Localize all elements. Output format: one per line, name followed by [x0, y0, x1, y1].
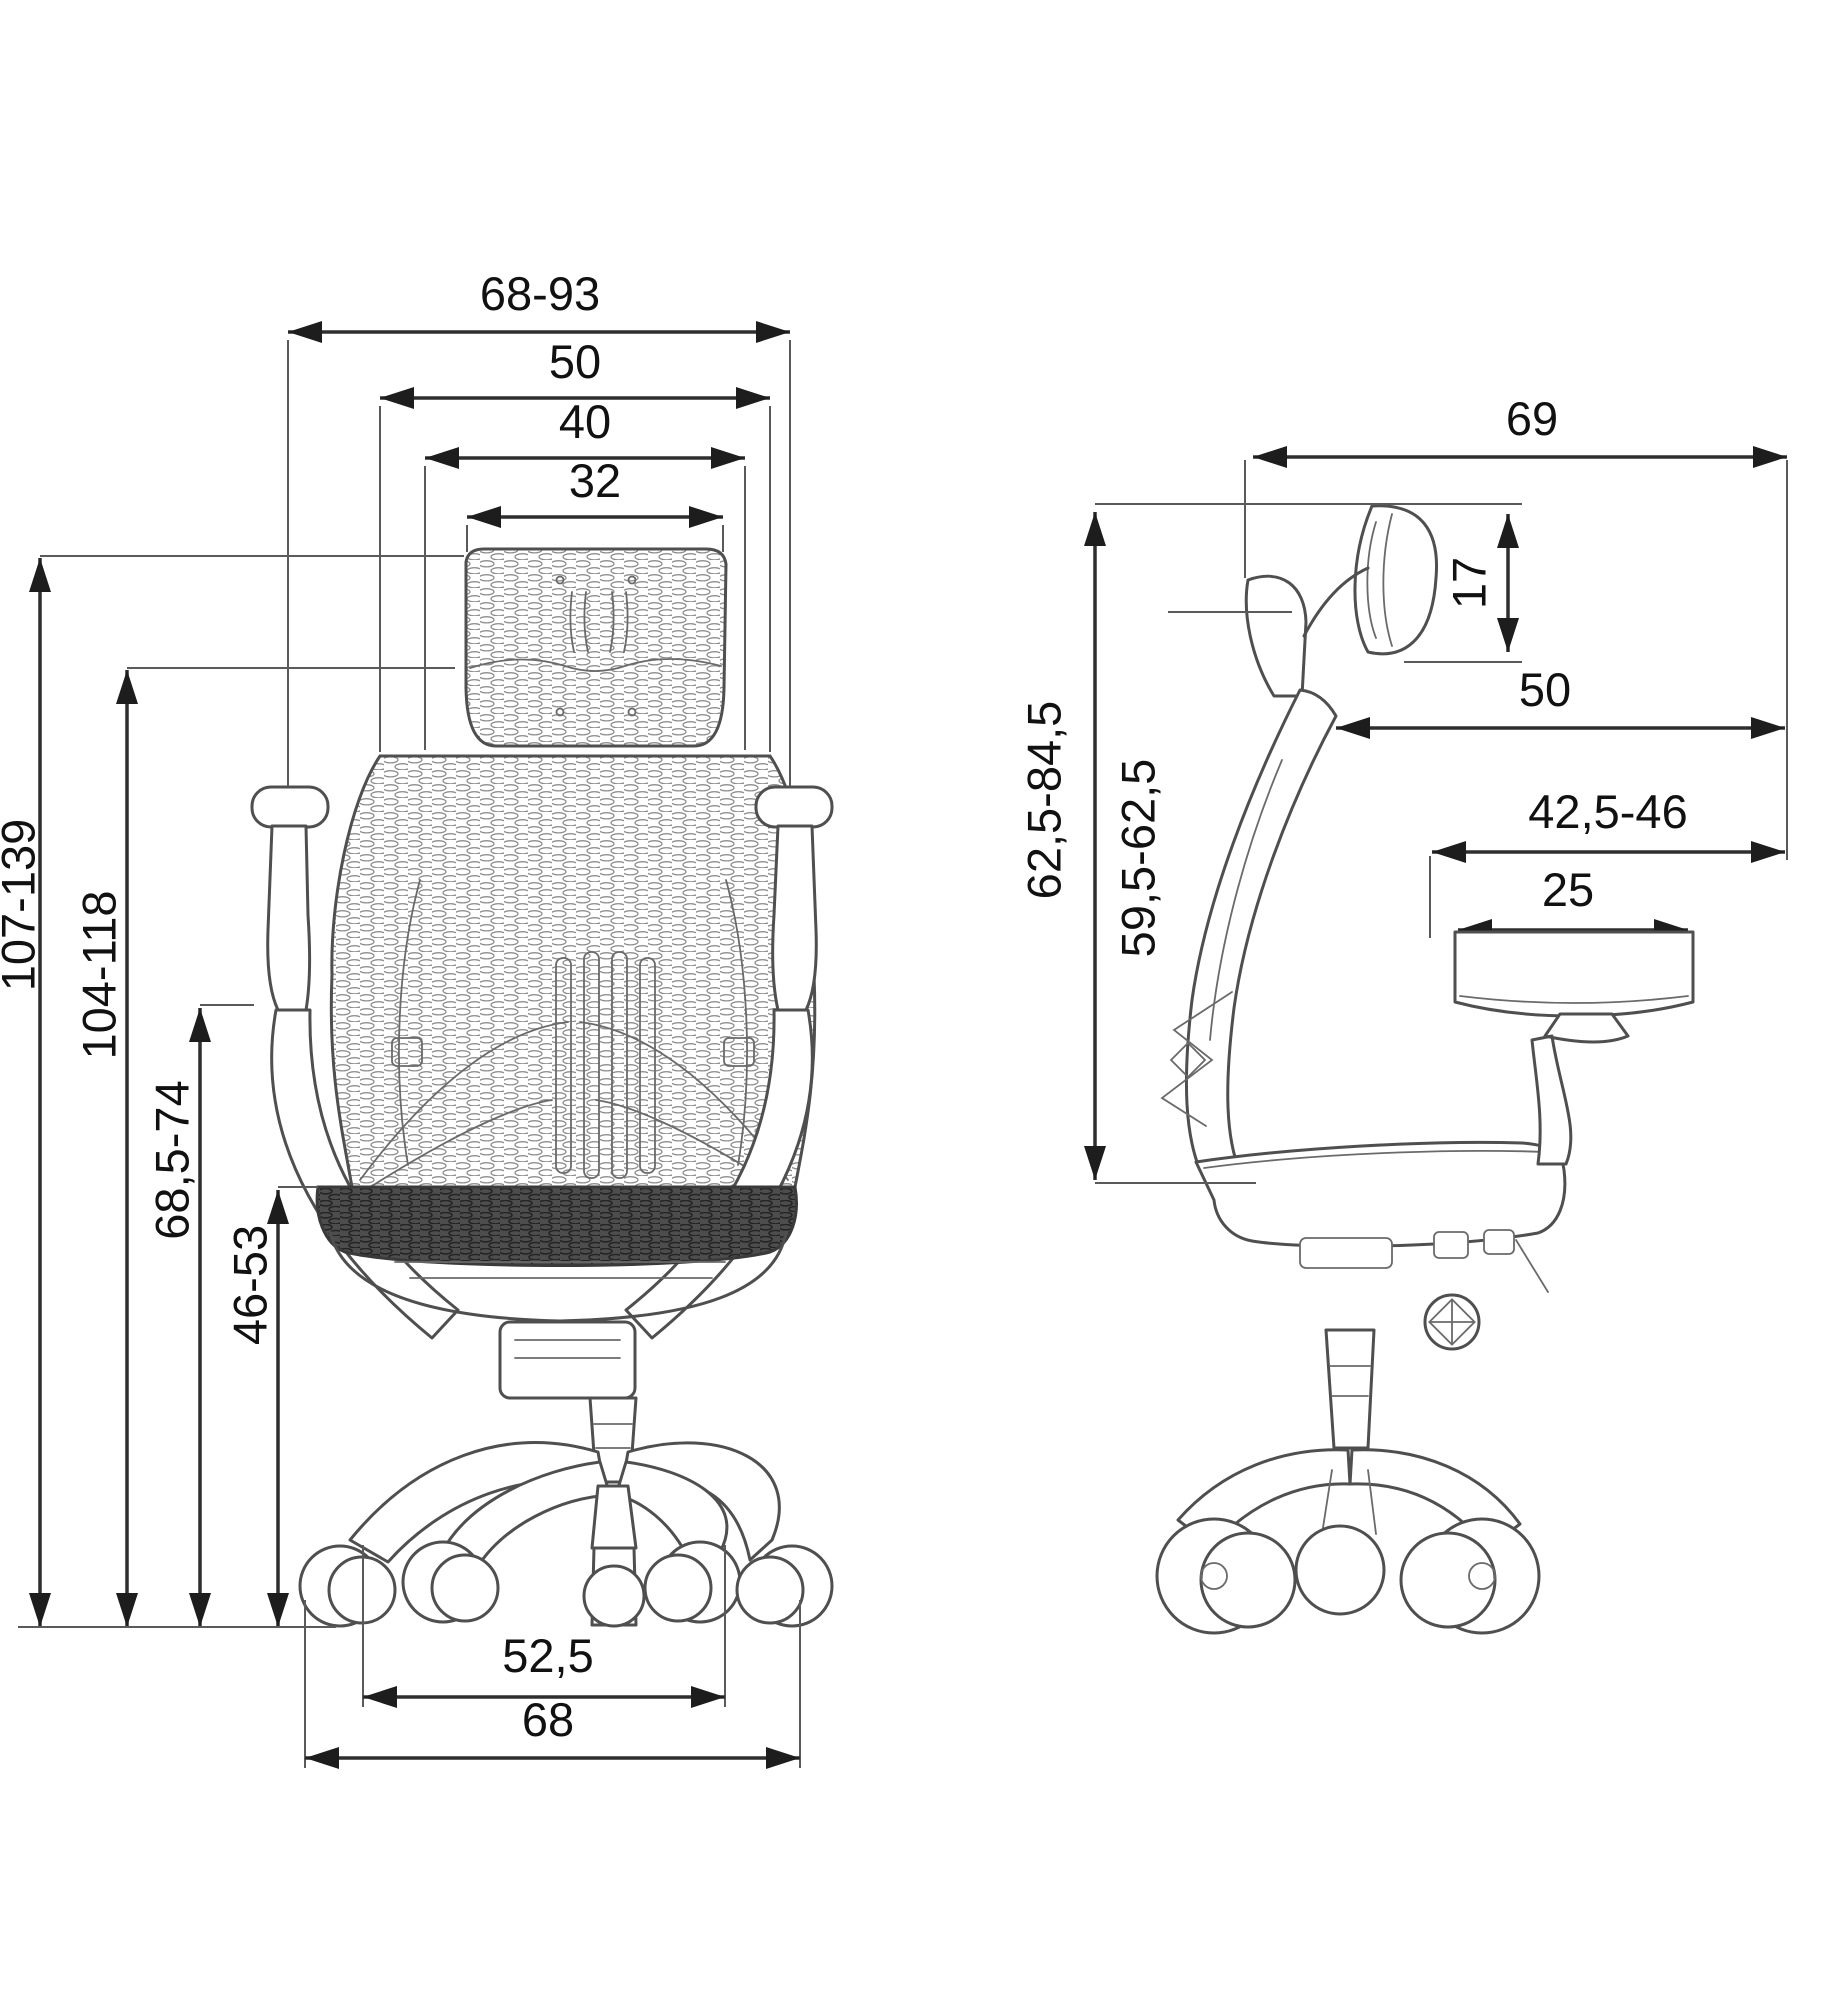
label-overall-height: 107-139: [0, 819, 44, 992]
label-base-overall-width: 68: [522, 1693, 574, 1746]
dim-headrest-width: 32: [466, 454, 724, 552]
dim-backrest-top-width: 50: [379, 335, 771, 752]
side-headrest-bracket: [1244, 574, 1308, 698]
side-headrest: [1353, 504, 1439, 656]
front-mechanism: [498, 1320, 637, 1400]
dim-armrest-top-height: 68,5-74: [145, 1004, 254, 1627]
dim-base-leg-span: 52,5: [362, 1545, 726, 1708]
side-view-chair: [1155, 504, 1567, 1635]
label-backrest-top-depth: 50: [1519, 663, 1571, 716]
front-dimensions: 68-93 50 40 32 107-139 104-118: [0, 267, 801, 1769]
dim-overall-depth: 69: [1244, 392, 1788, 860]
label-base-leg-span: 52,5: [502, 1629, 593, 1682]
label-headrest-height-above-seat: 62,5-84,5: [1017, 701, 1070, 900]
side-seat: [1194, 1140, 1567, 1248]
side-backrest: [1184, 688, 1338, 1174]
front-headrest: [464, 547, 728, 748]
label-backrest-top-width: 50: [549, 335, 601, 388]
label-armrest-pad-length: 25: [1542, 863, 1594, 916]
front-left-armrest: [250, 785, 460, 1340]
label-headrest-top-height: 104-118: [72, 891, 125, 1060]
front-right-armrest: [624, 785, 834, 1340]
dim-base-overall-width: 68: [304, 1600, 801, 1769]
dim-headrest-pad-height: 17: [1095, 503, 1522, 663]
dim-headrest-top-height: 104-118: [72, 667, 455, 1627]
dim-overall-height: 107-139: [0, 555, 464, 1627]
dim-seat-assembly-depth: 42,5-46: [1429, 785, 1785, 938]
dim-armrest-outer-width: 68-93: [287, 267, 791, 786]
side-dimensions: 69 17 50 42,5-46 25 62,5-84,5: [1017, 392, 1788, 1184]
label-armrest-top-height: 68,5-74: [145, 1080, 198, 1239]
label-seat-assembly-depth: 42,5-46: [1528, 785, 1687, 838]
dim-headrest-height-above-seat: 62,5-84,5: [1017, 512, 1256, 1184]
front-lumbar-slats: [391, 951, 755, 1179]
label-headrest-width: 32: [569, 454, 621, 507]
side-armrest-support: [1530, 1012, 1630, 1166]
label-backrest-height-above-seat: 59,5-62,5: [1111, 759, 1164, 958]
front-seat: [315, 1185, 798, 1267]
dim-backrest-height-above-seat: 59,5-62,5: [1111, 611, 1292, 958]
label-overall-depth: 69: [1506, 392, 1558, 445]
side-casters: [1155, 1517, 1541, 1635]
dim-armrest-pad-length: 25: [1453, 863, 1695, 1166]
dim-headrest-mount-width: 40: [424, 395, 746, 750]
label-armrest-outer-width: 68-93: [480, 267, 600, 320]
dim-backrest-top-depth: 50: [1336, 663, 1785, 739]
front-view-chair: [250, 547, 834, 1628]
dim-seat-height: 46-53: [223, 1186, 318, 1627]
label-headrest-mount-width: 40: [559, 395, 611, 448]
side-gas-lift: [1324, 1328, 1376, 1450]
front-base: [348, 1441, 781, 1568]
label-seat-height: 46-53: [223, 1225, 276, 1345]
side-adjust-knob: [1423, 1293, 1481, 1351]
label-headrest-pad-height: 17: [1442, 557, 1495, 609]
